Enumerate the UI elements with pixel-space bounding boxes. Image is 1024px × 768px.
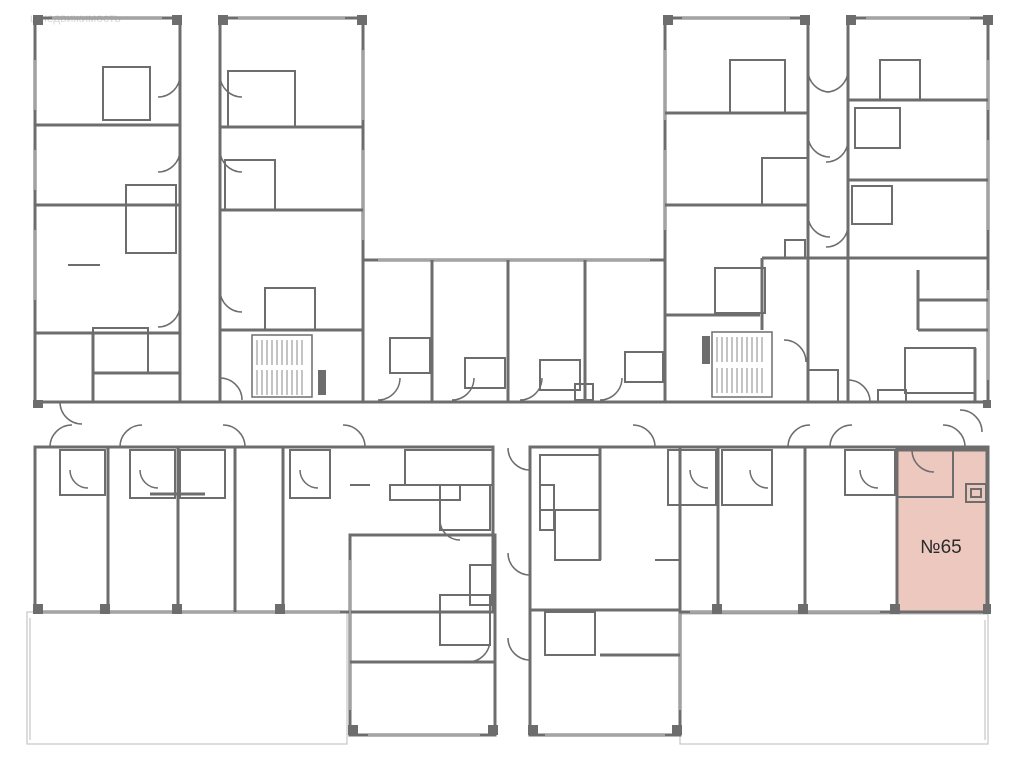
apartment-65-area[interactable]: [895, 448, 989, 614]
south-central-right-block: [507, 445, 682, 737]
corridor-walls: [35, 400, 988, 535]
south-central-left-wing: [348, 484, 497, 737]
central-north-block: [361, 258, 667, 404]
south-east-block: [598, 424, 990, 614]
nw-wing: [33, 16, 365, 425]
apartment-65-label: №65: [920, 537, 962, 558]
apartment-65[interactable]: №65: [895, 448, 989, 614]
facade-piers: [33, 15, 993, 735]
terrace-outlines: [26, 611, 989, 745]
south-west-block: [33, 424, 495, 614]
ne-wing: [663, 16, 990, 433]
